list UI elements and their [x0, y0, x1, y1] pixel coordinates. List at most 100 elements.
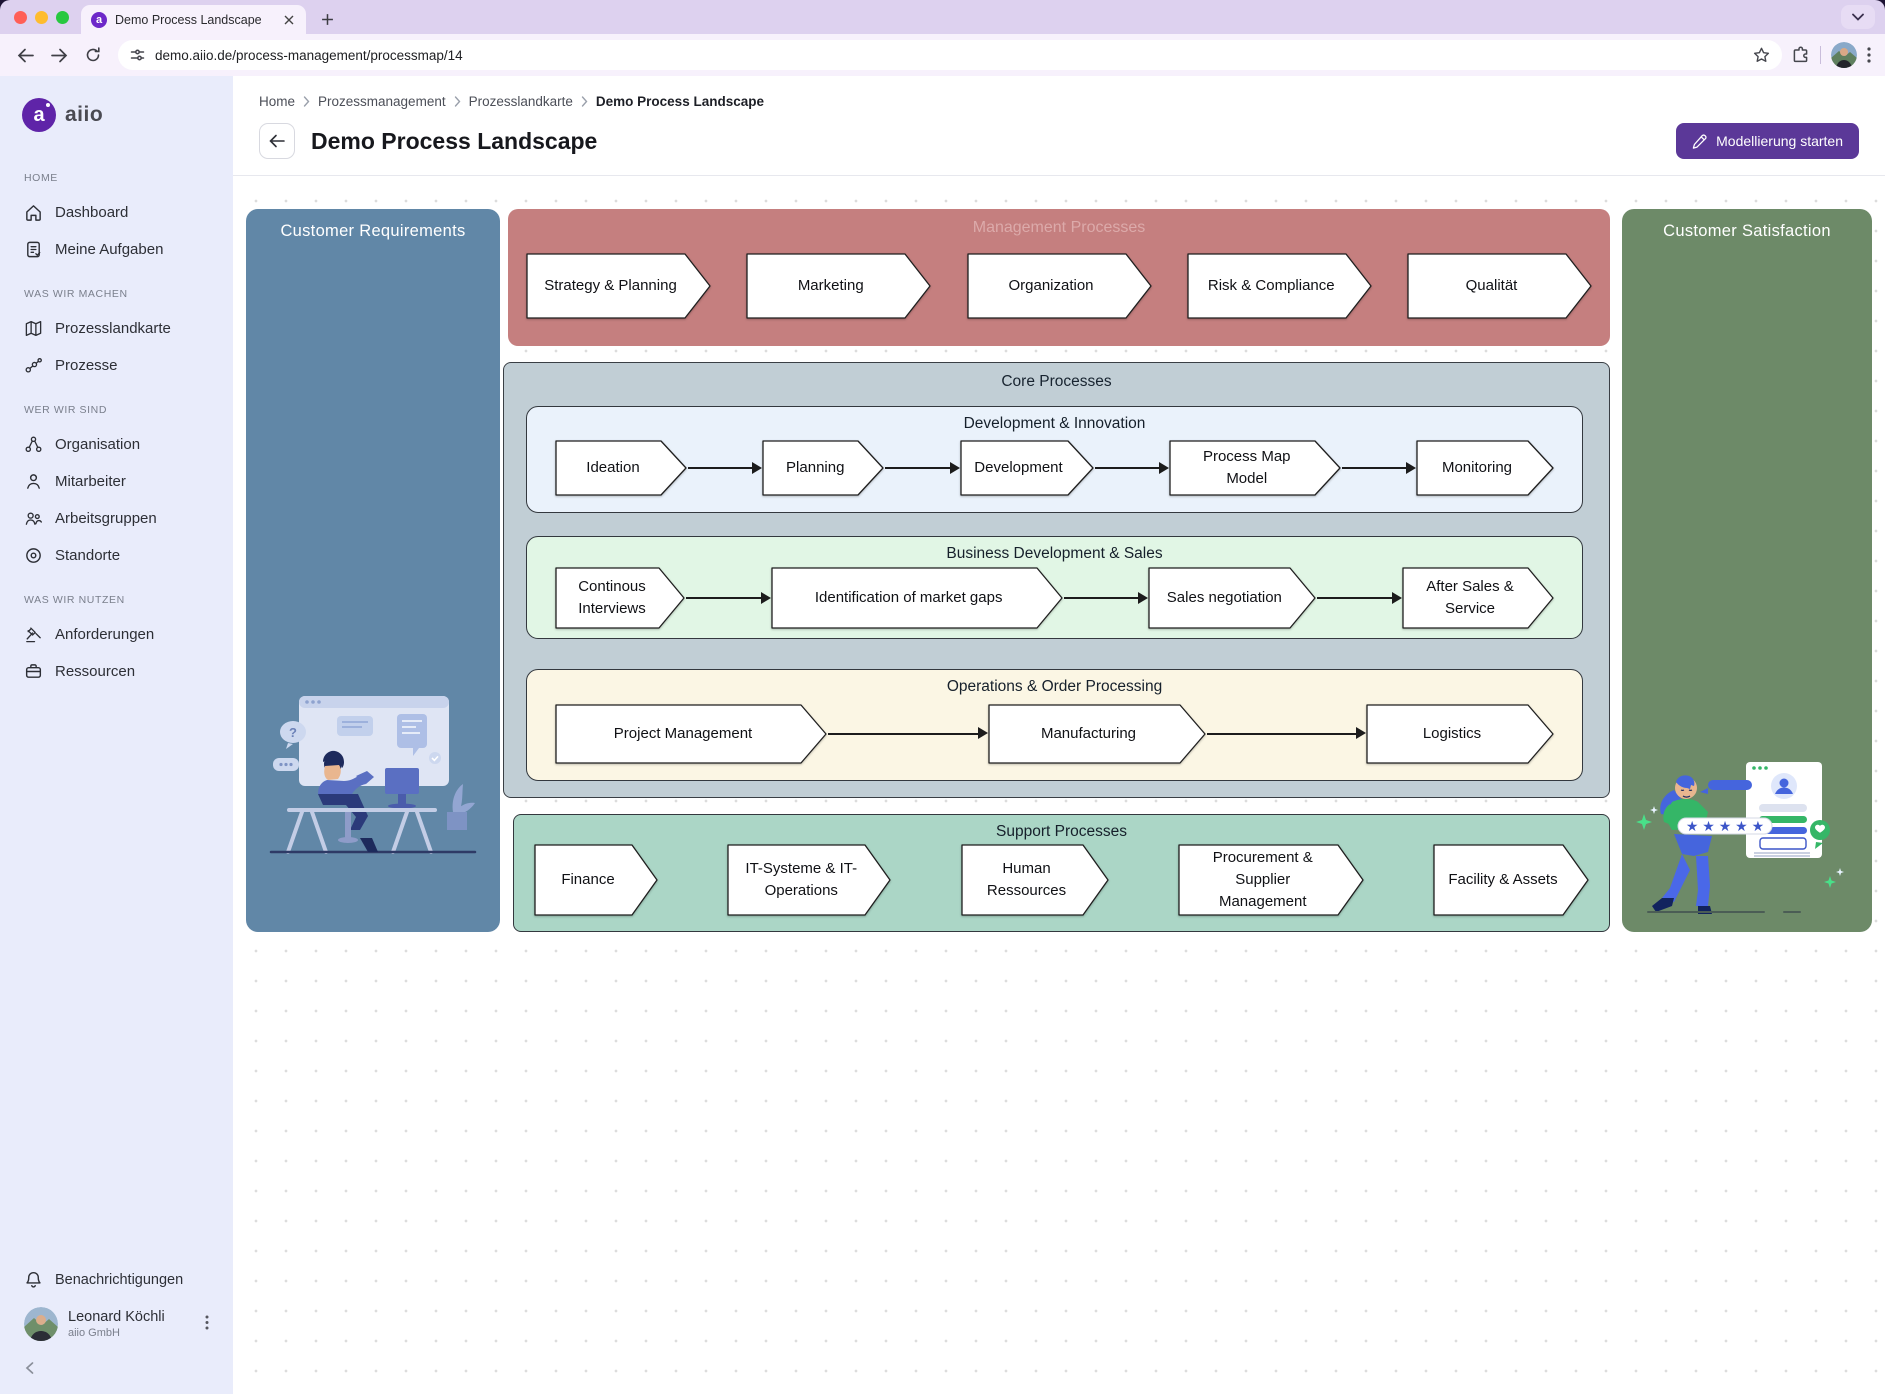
aiio-logo-icon: a [22, 98, 56, 132]
development-innovation-title: Development & Innovation [963, 415, 1146, 432]
tab-close-icon[interactable] [280, 11, 298, 29]
breadcrumb-home[interactable]: Home [259, 94, 296, 109]
process-step[interactable]: Manufacturing [987, 703, 1206, 764]
management-processes-container[interactable]: Management Processes Strategy & Planning… [508, 209, 1610, 346]
flow-arrow [1094, 461, 1170, 474]
process-step[interactable]: Risk & Compliance [1187, 252, 1372, 319]
process-step[interactable]: Facility & Assets [1433, 844, 1589, 916]
user-name: Leonard Köchli [68, 1309, 165, 1325]
sidebar-item-standorte[interactable]: Standorte [22, 537, 211, 574]
sidebar-item-arbeitsgruppen[interactable]: Arbeitsgruppen [22, 500, 211, 537]
core-processes-title: Core Processes [1001, 373, 1112, 390]
operations-steps-row: Project Management Manufacturing Logisti… [555, 700, 1554, 767]
chevron-right-icon [454, 96, 461, 107]
process-step[interactable]: Logistics [1366, 703, 1554, 764]
process-step[interactable]: Development [959, 440, 1094, 496]
core-processes-container[interactable]: Core Processes Development & Innovation … [503, 362, 1610, 798]
org-chart-icon [25, 436, 42, 453]
flow-arrow [884, 461, 960, 474]
flow-arrow [1341, 461, 1417, 474]
url-text[interactable]: demo.aiio.de/process-management/processm… [155, 47, 463, 63]
customer-requirements-panel[interactable]: Customer Requirements ? [246, 209, 500, 932]
sidebar-item-prozesse[interactable]: Prozesse [22, 347, 211, 384]
sidebar-item-label: Dashboard [55, 204, 129, 221]
process-step[interactable]: Procurement & Supplier Management [1178, 844, 1364, 916]
browser-profile-avatar[interactable] [1831, 42, 1857, 68]
close-window-button[interactable] [14, 10, 27, 24]
sidebar-item-ressourcen[interactable]: Ressourcen [22, 653, 211, 690]
process-step[interactable]: Qualität [1407, 252, 1592, 319]
toolbar-divider [1820, 46, 1821, 64]
extensions-icon[interactable] [1792, 46, 1810, 64]
user-profile[interactable]: Leonard Köchli aiio GmbH [22, 1297, 211, 1347]
process-step[interactable]: Marketing [746, 252, 931, 319]
business-steps-row: Continous Interviews Identification of m… [555, 567, 1554, 629]
breadcrumb-prozessmanagement[interactable]: Prozessmanagement [318, 94, 446, 109]
process-step[interactable]: Continous Interviews [555, 567, 685, 629]
breadcrumb-prozesslandkarte[interactable]: Prozesslandkarte [468, 94, 573, 109]
sidebar-item-label: Prozesslandkarte [55, 320, 171, 337]
sidebar-item-mitarbeiter[interactable]: Mitarbeiter [22, 463, 211, 500]
window-controls [10, 0, 81, 34]
bookmark-star-icon[interactable] [1753, 47, 1770, 63]
process-step[interactable]: After Sales & Service [1402, 567, 1554, 629]
browser-toolbar: demo.aiio.de/process-management/processm… [0, 34, 1885, 76]
main-content: Home Prozessmanagement Prozesslandkarte … [233, 76, 1885, 1394]
sidebar-item-label: Anforderungen [55, 626, 155, 643]
new-tab-button[interactable] [314, 6, 340, 32]
fullscreen-window-button[interactable] [56, 10, 69, 24]
process-step[interactable]: Planning [762, 440, 884, 496]
svg-text:?: ? [289, 725, 297, 740]
sidebar-item-label: Organisation [55, 436, 141, 453]
operations-order-processing-box[interactable]: Operations & Order Processing Project Ma… [526, 669, 1583, 781]
process-step[interactable]: Human Ressources [960, 844, 1109, 916]
notifications-label: Benachrichtigungen [55, 1271, 184, 1288]
browser-tab[interactable]: a Demo Process Landscape [81, 5, 306, 34]
gavel-icon [26, 627, 41, 643]
user-org: aiio GmbH [68, 1327, 120, 1339]
sidebar-section-was-wir-nutzen: WAS WIR NUTZEN [24, 594, 125, 606]
sidebar-item-meine-aufgaben[interactable]: Meine Aufgaben [22, 231, 211, 268]
browser-menu-kebab-icon[interactable] [1867, 47, 1871, 63]
customer-satisfaction-title: Customer Satisfaction [1663, 222, 1831, 240]
process-step[interactable]: Ideation [555, 440, 687, 496]
bell-icon [26, 1271, 41, 1288]
process-step[interactable]: Process Map Model [1169, 440, 1341, 496]
development-innovation-box[interactable]: Development & Innovation Ideation Planni… [526, 406, 1583, 513]
back-icon[interactable] [10, 40, 40, 70]
user-avatar [24, 1307, 58, 1341]
forward-icon[interactable] [44, 40, 74, 70]
sidebar-item-dashboard[interactable]: Dashboard [22, 194, 211, 231]
business-development-sales-box[interactable]: Business Development & Sales Continous I… [526, 536, 1583, 639]
reload-icon[interactable] [78, 40, 108, 70]
process-step[interactable]: Strategy & Planning [526, 252, 711, 319]
back-button[interactable] [259, 123, 295, 159]
address-bar[interactable]: demo.aiio.de/process-management/processm… [118, 40, 1782, 70]
process-step[interactable]: Project Management [555, 703, 827, 764]
sidebar-item-prozesslandkarte[interactable]: Prozesslandkarte [22, 310, 211, 347]
process-step[interactable]: IT-Systeme & IT-Operations [727, 844, 891, 916]
sidebar-item-anforderungen[interactable]: Anforderungen [22, 616, 211, 653]
process-nodes-icon [25, 357, 42, 373]
minimize-window-button[interactable] [35, 10, 48, 24]
person-icon [27, 474, 40, 489]
sidebar-collapse-icon[interactable] [22, 1347, 211, 1384]
modellierung-starten-button[interactable]: Modellierung starten [1676, 123, 1859, 159]
sidebar-item-organisation[interactable]: Organisation [22, 426, 211, 463]
support-processes-container[interactable]: Support Processes Finance IT-Systeme & I… [513, 814, 1610, 932]
process-step[interactable]: Sales negotiation [1148, 567, 1316, 629]
user-menu-kebab-icon[interactable] [205, 1315, 209, 1333]
people-group-icon [25, 512, 42, 525]
process-step[interactable]: Monitoring [1416, 440, 1554, 496]
process-step[interactable]: Identification of market gaps [771, 567, 1063, 629]
site-settings-icon[interactable] [130, 48, 145, 62]
aiio-logo[interactable]: a aiio [0, 98, 233, 132]
customer-satisfaction-panel[interactable]: Customer Satisfaction [1622, 209, 1872, 932]
tab-search-chevron-icon[interactable] [1841, 5, 1875, 29]
process-map-canvas[interactable]: Customer Requirements ? [233, 176, 1885, 1394]
arrow-left-icon [269, 134, 285, 148]
flow-arrow [1316, 591, 1402, 604]
sidebar-item-benachrichtigungen[interactable]: Benachrichtigungen [22, 1262, 211, 1297]
process-step[interactable]: Organization [966, 252, 1152, 319]
process-step[interactable]: Finance [534, 844, 658, 916]
